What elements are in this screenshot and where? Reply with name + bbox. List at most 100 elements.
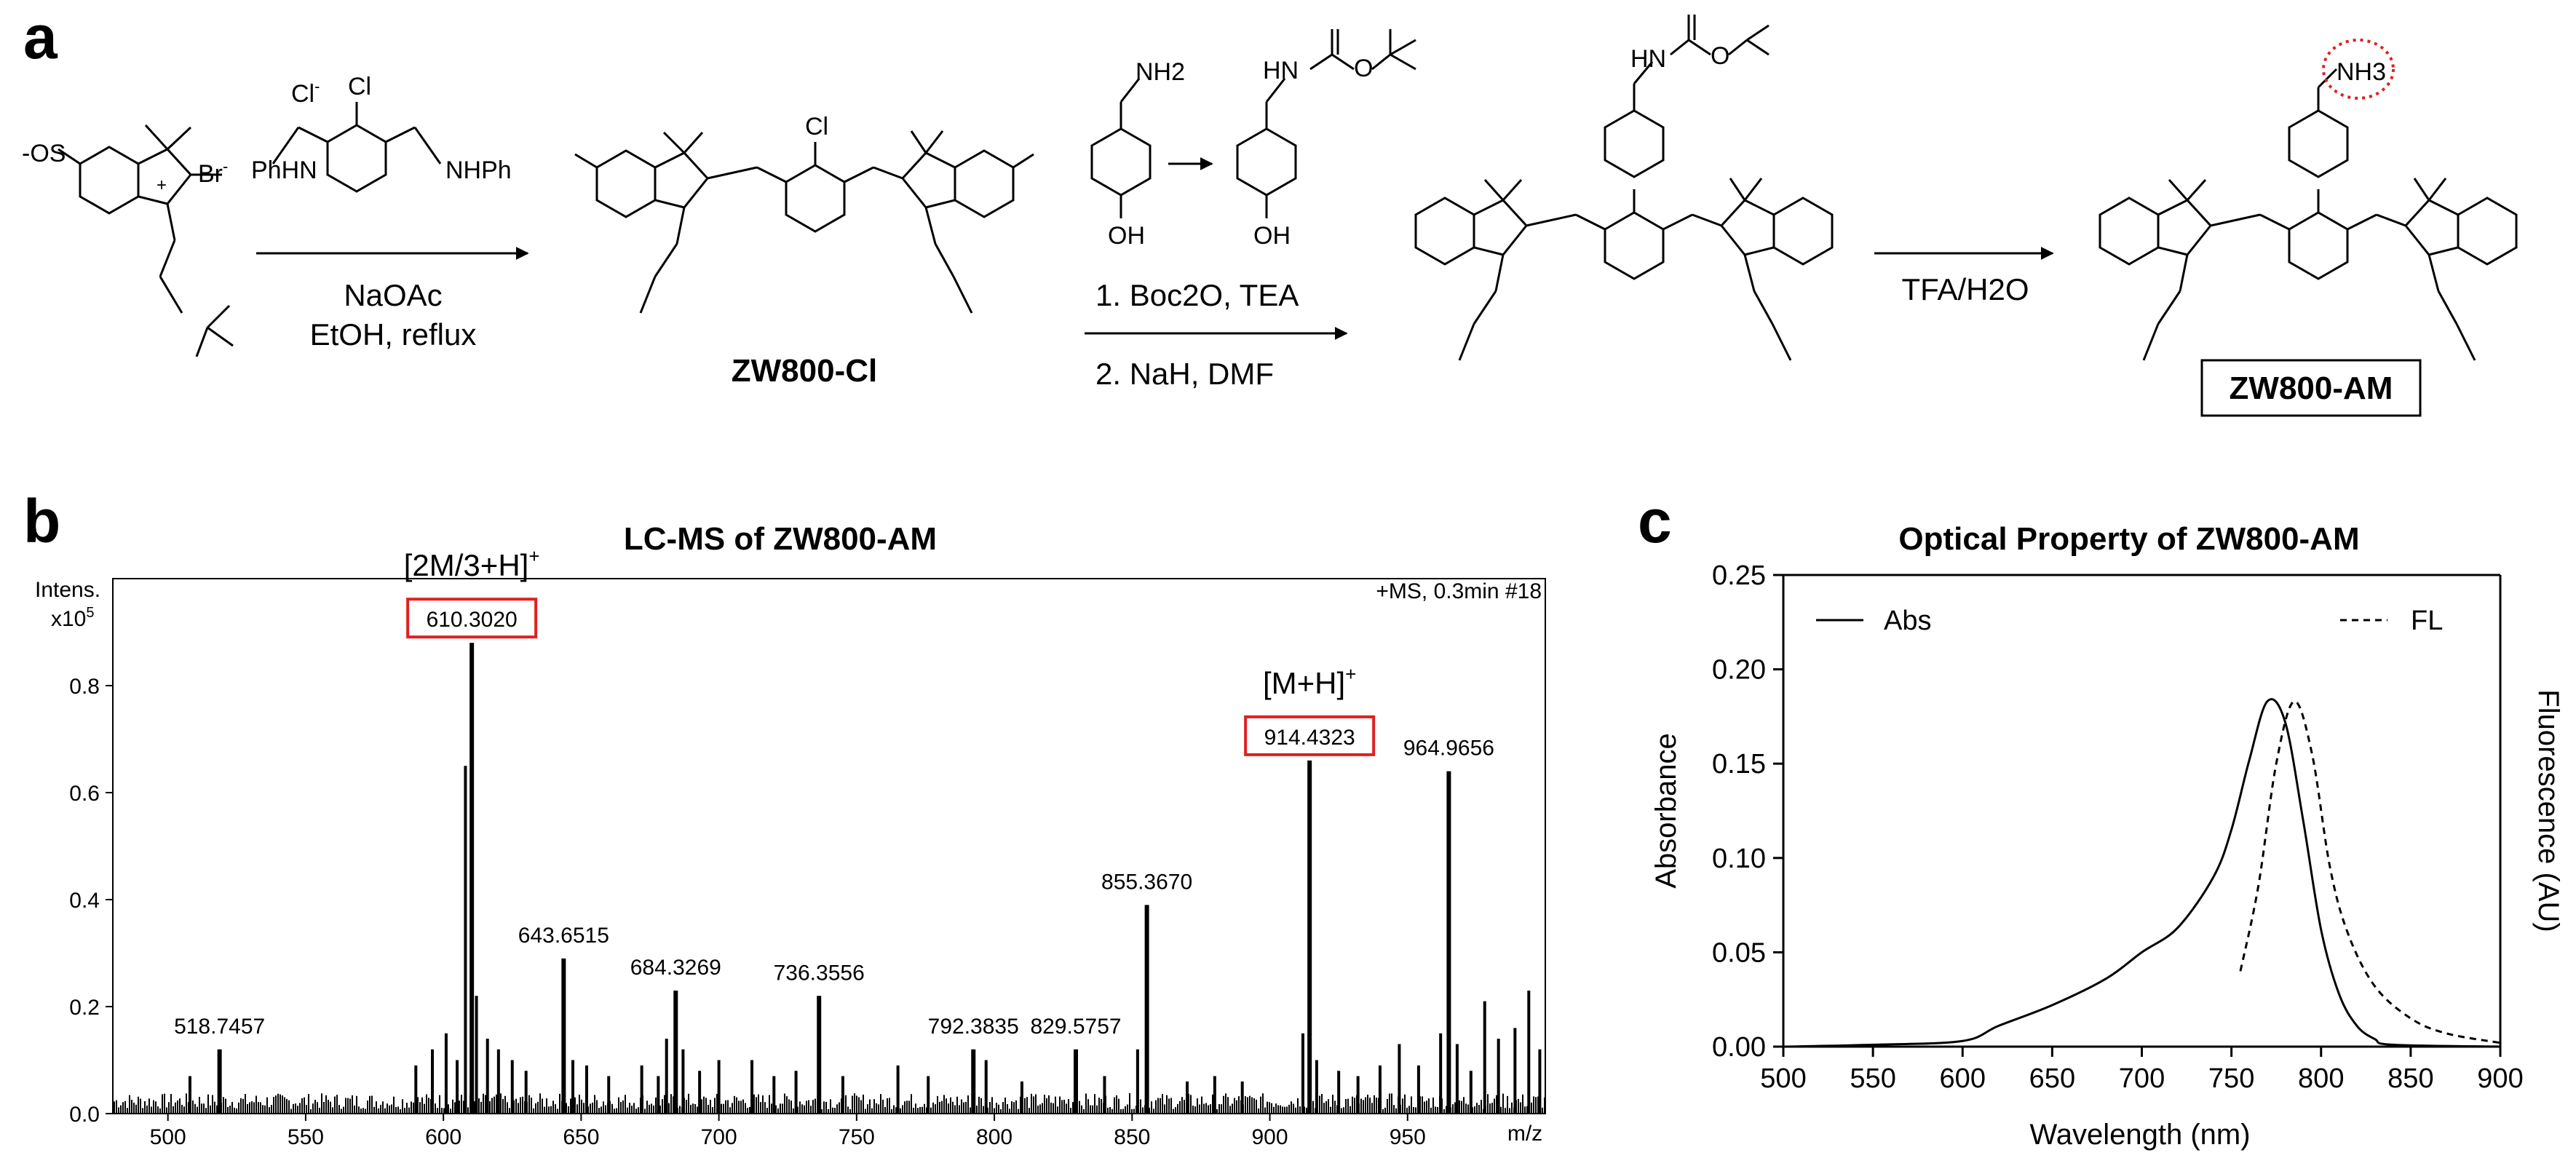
y-tick-label: 0.05 (1712, 937, 1766, 968)
peak-label: 610.3020 (427, 608, 518, 632)
optical-title: Optical Property of ZW800-AM (1898, 521, 2359, 557)
zw800-cl-label: ZW800-Cl (732, 353, 877, 389)
int2-hn: HN (1630, 45, 1666, 73)
tyramine-nh2: NH2 (1136, 58, 1185, 86)
baseline-noise (114, 1093, 1545, 1114)
product-zw800-am (2099, 39, 2518, 361)
peak-label: 684.3269 (630, 956, 721, 980)
x-tick-label: 800 (976, 1125, 1012, 1149)
cyclohexene-reagent (272, 102, 442, 193)
intermediate-zw800-cl (574, 130, 1034, 314)
boc-o-label: O (1354, 55, 1373, 82)
lcms-minor-peaks (114, 766, 1545, 1114)
x-tick-label: 800 (2298, 1063, 2344, 1094)
x-tick-label: 550 (1850, 1063, 1895, 1094)
intermediate-boc (1414, 15, 1834, 361)
panel-label-c: c (1638, 487, 1672, 555)
x-tick-label: 700 (701, 1125, 737, 1149)
zw800-cl-cl: Cl (805, 113, 828, 140)
y-tick-label: 0.00 (1712, 1032, 1766, 1063)
peak-label: 829.5757 (1030, 1015, 1121, 1039)
boc-hn: HN (1263, 57, 1299, 84)
panel-label-b: b (23, 487, 60, 555)
boc-tyramine (1236, 29, 1416, 218)
cl-anion-label: Cl- (291, 77, 320, 108)
y-tick-label: 0.25 (1712, 560, 1766, 591)
x-tick-label: 900 (1252, 1125, 1288, 1149)
nh3-label: NH3 (2337, 58, 2386, 86)
step1-line1: NaOAc (344, 278, 442, 312)
optical-chart: Optical Property of ZW800-AM 0.00 0.05 0.1… (1650, 521, 2564, 1151)
zw800-am-label: ZW800-AM (2230, 370, 2393, 406)
reagent-cl-label: Cl (348, 73, 371, 100)
series-fl-line (2239, 700, 2501, 1044)
x-tick-label: 850 (2387, 1063, 2433, 1094)
boc-oh: OH (1253, 222, 1291, 250)
lcms-annotation: +MS, 0.3min #18 (1376, 579, 1542, 603)
step2-line2: 2. NaH, DMF (1095, 357, 1274, 391)
optical-ylabel: Absorbance (1650, 733, 1682, 888)
x-tick-label: 650 (2029, 1063, 2075, 1094)
lcms-y-ticks: 0.0 0.2 0.4 0.6 0.8 (69, 675, 113, 1127)
lcms-ylabel: Intens. (35, 578, 100, 602)
peak-label-box (406, 598, 538, 639)
peak-label-box (1244, 715, 1376, 756)
y-tick-label: 0.10 (1712, 844, 1766, 874)
x-tick-label: 500 (150, 1125, 186, 1149)
x-tick-label: 750 (839, 1125, 875, 1149)
scheme-labels: -OS Br- + Cl- Cl PhHN NHPh NaOAc EtOH, r… (22, 42, 2422, 417)
optical-y2label: Fluorescence (AU) (2532, 689, 2564, 932)
peak-label: 914.4323 (1264, 726, 1355, 750)
peak-label: 518.7457 (174, 1015, 265, 1039)
y-tick-label: 0.2 (69, 996, 100, 1020)
peak-label: 736.3556 (774, 961, 865, 985)
x-tick-label: 900 (2477, 1063, 2523, 1094)
phhn-label: PhHN (251, 156, 317, 184)
x-tick-label: 600 (1940, 1063, 1986, 1094)
step3-label: TFA/H2O (1901, 272, 2029, 306)
tyramine (1090, 78, 1152, 218)
series-abs-line (1783, 698, 2501, 1048)
lcms-ylabel-scale: x105 (51, 605, 95, 631)
lcms-ion-labels: [2M/3+H]+ [M+H]+ (404, 545, 1357, 700)
y-tick-label: 0.0 (69, 1103, 100, 1127)
peak-label: 855.3670 (1101, 870, 1192, 894)
y-tick-label: 0.20 (1712, 655, 1766, 686)
y-tick-label: 0.8 (69, 675, 100, 699)
ion-label: [2M/3+H]+ (404, 545, 540, 582)
lcms-peaks: 518.7457 610.3020 643.6515 684.3269 736.3556… (174, 598, 1494, 1114)
starting-indolenium (58, 124, 234, 357)
step1-line2: EtOH, reflux (310, 317, 477, 352)
bromide-label: Br- (198, 157, 228, 188)
lcms-x-ticks: 500 550 600 650 700 750 800 850 900 950 (150, 1114, 1426, 1149)
ion-label: [M+H]+ (1263, 663, 1356, 700)
step2-line1: 1. Boc2O, TEA (1095, 278, 1299, 312)
lcms-frame (112, 578, 1546, 1114)
optical-xlabel: Wavelength (nm) (2029, 1119, 2250, 1151)
y-tick-label: 0.6 (69, 782, 100, 806)
tyramine-oh: OH (1108, 222, 1145, 250)
x-tick-label: 850 (1114, 1125, 1150, 1149)
ammonium-highlight (2322, 39, 2395, 100)
x-tick-label: 600 (425, 1125, 461, 1149)
peak-label: 643.6515 (518, 924, 609, 948)
nhph-label: NHPh (445, 156, 512, 184)
peak-label: 964.9656 (1403, 737, 1494, 761)
legend-abs-label: Abs (1884, 606, 1931, 636)
panel-label-a: a (23, 3, 58, 71)
lcms-xlabel: m/z (1507, 1122, 1542, 1146)
x-tick-label: 950 (1390, 1125, 1426, 1149)
x-tick-label: 550 (288, 1125, 324, 1149)
zw800-am-box (2200, 359, 2422, 417)
x-tick-label: 650 (563, 1125, 599, 1149)
so3-label-1: -OS (22, 140, 66, 167)
sm-cation: + (156, 175, 167, 195)
legend-fl-label: FL (2411, 606, 2443, 636)
lcms-chart: LC-MS of ZW800-AM Intens. x105 +MS, 0.3m… (35, 521, 1546, 1149)
y-tick-label: 0.4 (69, 889, 100, 913)
peak-label: 792.3835 (928, 1015, 1019, 1039)
x-tick-label: 500 (1760, 1063, 1806, 1094)
x-tick-label: 700 (2119, 1063, 2165, 1094)
